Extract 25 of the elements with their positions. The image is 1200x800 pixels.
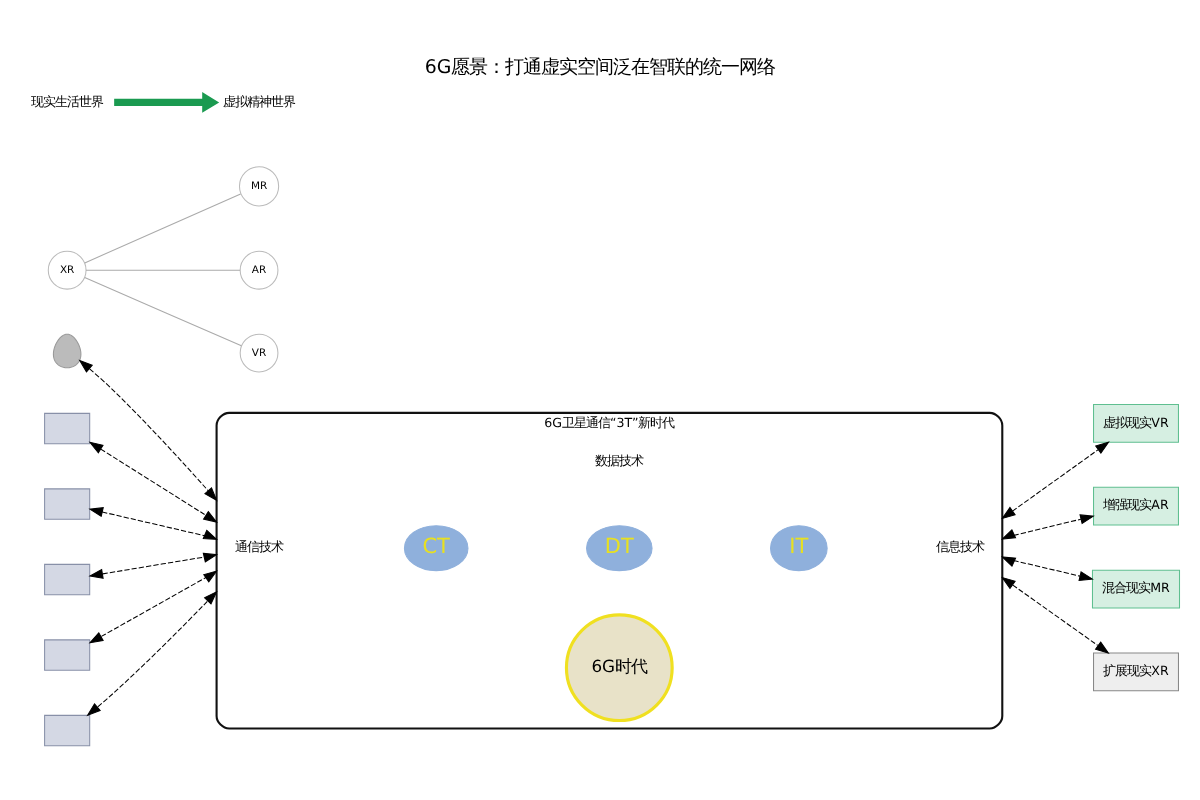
- node-ellipse: DT: [586, 525, 653, 572]
- arrow: [78, 359, 218, 502]
- node-box: [44, 488, 91, 520]
- node-box: [44, 412, 91, 445]
- arrow: [88, 507, 219, 540]
- connector: [84, 193, 242, 264]
- arrow: [86, 590, 218, 717]
- arrow: [1000, 556, 1094, 582]
- arrow: [114, 92, 220, 113]
- arrow: [1001, 441, 1110, 520]
- node-ellipse: CT: [403, 525, 469, 572]
- node-box: [44, 714, 91, 747]
- node-box: [44, 563, 91, 596]
- arrow: [88, 570, 218, 644]
- diagram-title: 6G愿景：打通虚实空间泛在智联的统一网络: [424, 57, 776, 80]
- node-circle: 6G时代: [564, 613, 674, 723]
- node-person: [52, 333, 82, 369]
- arrow: [1000, 514, 1095, 540]
- node-ellipse: IT: [770, 525, 828, 572]
- connector: [84, 276, 242, 347]
- connector: [85, 269, 241, 271]
- arrow: [1001, 576, 1110, 654]
- arrow: [88, 441, 218, 523]
- node-box: [44, 639, 91, 671]
- arrow: [88, 552, 219, 579]
